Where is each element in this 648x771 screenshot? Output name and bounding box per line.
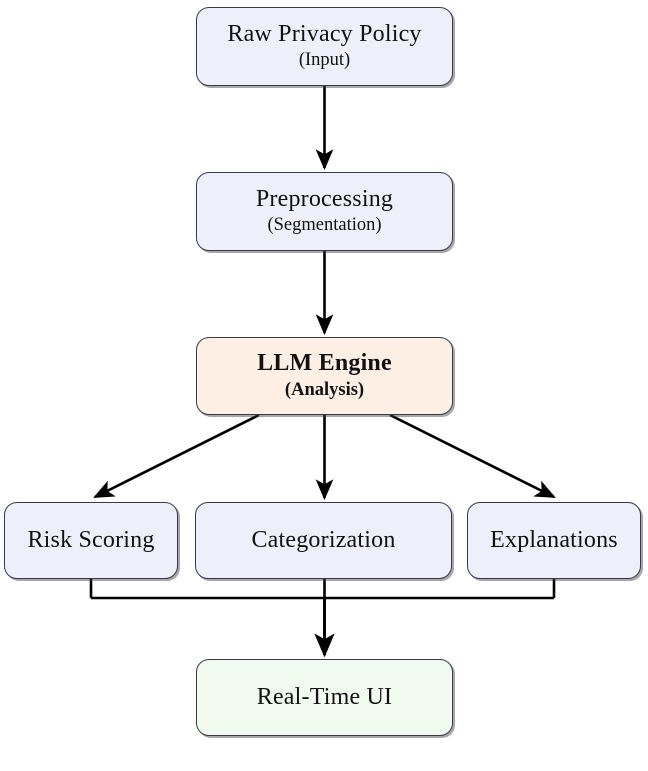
node-title: Risk Scoring (27, 526, 155, 553)
edge-llm-to-risk (93, 413, 260, 499)
node-title: Real-Time UI (256, 683, 393, 710)
node-title: Explanations (490, 526, 618, 553)
node-explanations[interactable]: Explanations (467, 502, 641, 579)
node-subtitle: (Analysis) (284, 379, 365, 400)
node-llm-engine[interactable]: LLM Engine (Analysis) (196, 337, 453, 415)
node-raw-privacy-policy[interactable]: Raw Privacy Policy (Input) (196, 7, 453, 86)
edge-llm-to-explanations (389, 413, 556, 499)
node-subtitle: (Input) (298, 50, 351, 71)
node-preprocessing[interactable]: Preprocessing (Segmentation) (196, 172, 453, 251)
node-categorization[interactable]: Categorization (195, 502, 452, 579)
node-title: Preprocessing (255, 185, 394, 212)
node-title: Categorization (251, 526, 396, 553)
node-risk-scoring[interactable]: Risk Scoring (4, 502, 178, 579)
node-real-time-ui[interactable]: Real-Time UI (196, 659, 453, 736)
node-title: LLM Engine (257, 350, 392, 377)
node-subtitle: (Segmentation) (267, 215, 382, 236)
node-title: Raw Privacy Policy (227, 20, 422, 47)
